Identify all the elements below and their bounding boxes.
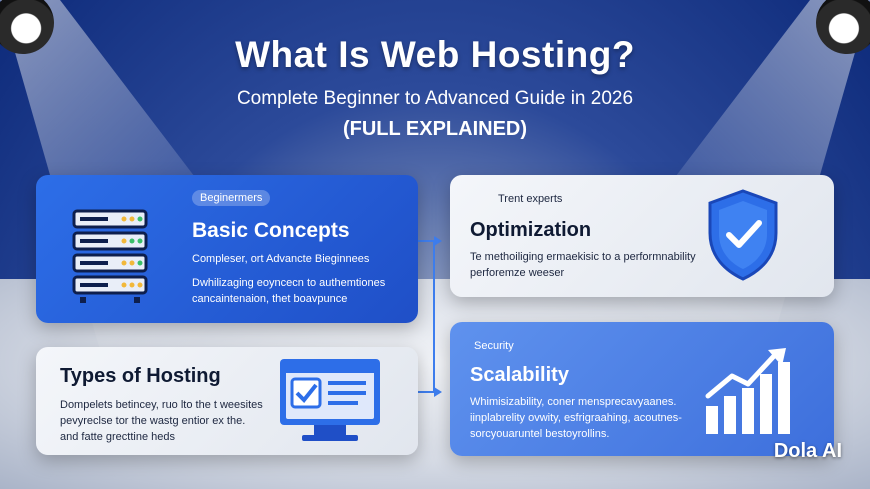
- card-basic-pill: Beginermers: [192, 190, 271, 206]
- card-scalability[interactable]: Security Scalability Whimisizability, co…: [450, 322, 834, 456]
- card-basic-line1: Compleser, ort Advancte Bieginnees: [192, 253, 370, 265]
- card-basic-heading: Basic Concepts: [192, 219, 350, 242]
- card-basic-line3: cancaintenaion, thet boavpunce: [192, 293, 348, 305]
- card-scalability-line3: sorcyouaruntel bestoyrollins.: [470, 428, 610, 440]
- connector-bottom: [418, 391, 436, 393]
- card-basic-concepts[interactable]: Beginermers Basic Concepts Compleser, or…: [36, 175, 418, 323]
- arrow-right-bottom-icon: [434, 387, 442, 397]
- server-stack-icon: [72, 209, 148, 303]
- card-types-line2: pevyreclse tor the wastg entior ex the.: [60, 415, 246, 427]
- monitor-checklist-icon: [280, 359, 380, 441]
- card-types-line1: Dompelets betincey, ruo lto the t weesit…: [60, 399, 263, 411]
- card-types-of-hosting[interactable]: Types of Hosting Dompelets betincey, ruo…: [36, 347, 418, 455]
- card-optimization-pill: Trent experts: [498, 193, 563, 205]
- arrow-right-top-icon: [434, 236, 442, 246]
- card-optimization-line1: Te methoiliging ermaekisic to a performn…: [470, 251, 696, 263]
- page-tag: (FULL EXPLAINED): [342, 118, 528, 140]
- connector-top: [418, 240, 436, 242]
- card-optimization[interactable]: Trent experts Optimization Te methoiligi…: [450, 175, 834, 297]
- card-types-heading: Types of Hosting: [60, 365, 221, 387]
- connector-vertical: [433, 240, 435, 392]
- card-optimization-heading: Optimization: [470, 219, 592, 241]
- card-types-line3: and fatte grecttine heds: [60, 431, 175, 443]
- card-scalability-line2: iinplabrelity ovwity, esfrigraahing, aco…: [470, 412, 682, 424]
- page-subtitle: Complete Beginner to Advanced Guide in 2…: [236, 88, 634, 109]
- growth-chart-icon: [705, 348, 790, 434]
- card-optimization-line2: perforemze weeser: [470, 267, 565, 279]
- card-scalability-heading: Scalability: [470, 364, 569, 386]
- card-basic-line2: Dwhilizaging eoyncecn to authemtiones: [192, 277, 386, 289]
- card-scalability-line1: Whimisizability, coner mensprecavyaanes.: [470, 396, 677, 408]
- watermark: Dola AI: [773, 440, 842, 462]
- shield-check-icon: [708, 189, 778, 281]
- page-title: What Is Web Hosting?: [235, 34, 635, 75]
- card-scalability-pill: Security: [474, 340, 514, 352]
